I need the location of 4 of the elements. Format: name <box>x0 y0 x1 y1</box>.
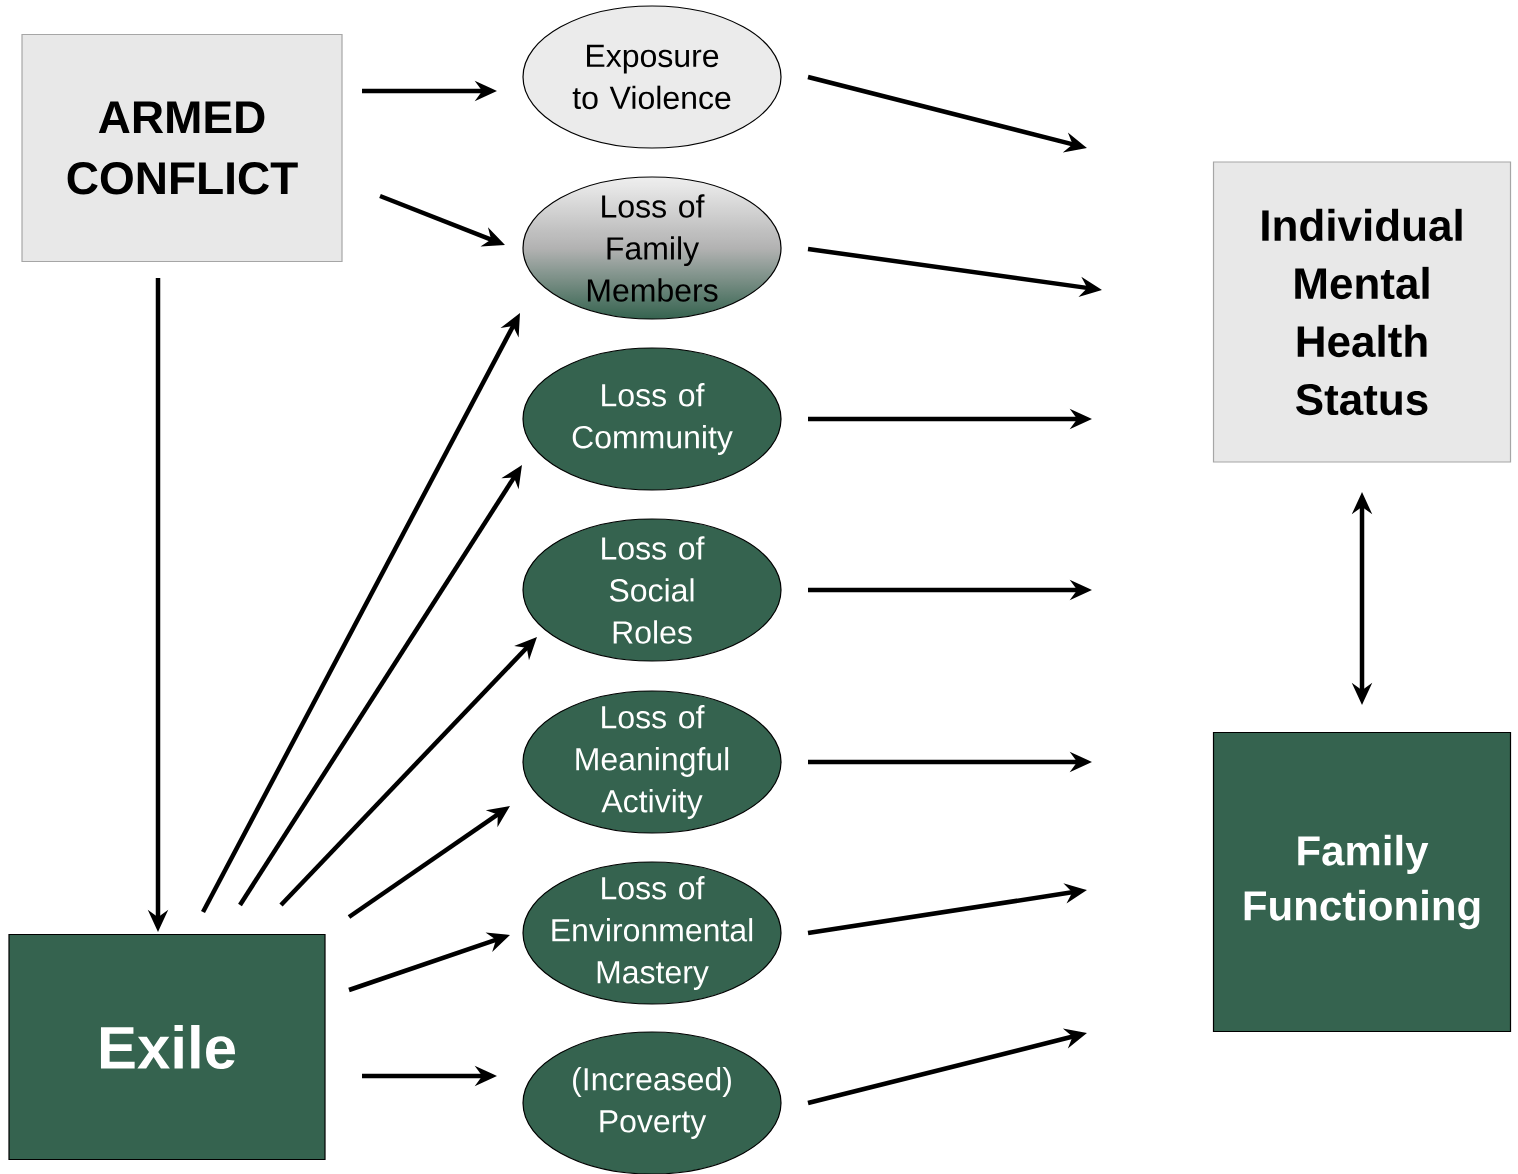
concept-box: ARMED CONFLICT <box>21 33 343 263</box>
concept-box: Individual Mental Health Status <box>1212 161 1512 463</box>
concept-box: Family Functioning <box>1212 731 1512 1033</box>
concept-box: Exile <box>8 933 326 1161</box>
